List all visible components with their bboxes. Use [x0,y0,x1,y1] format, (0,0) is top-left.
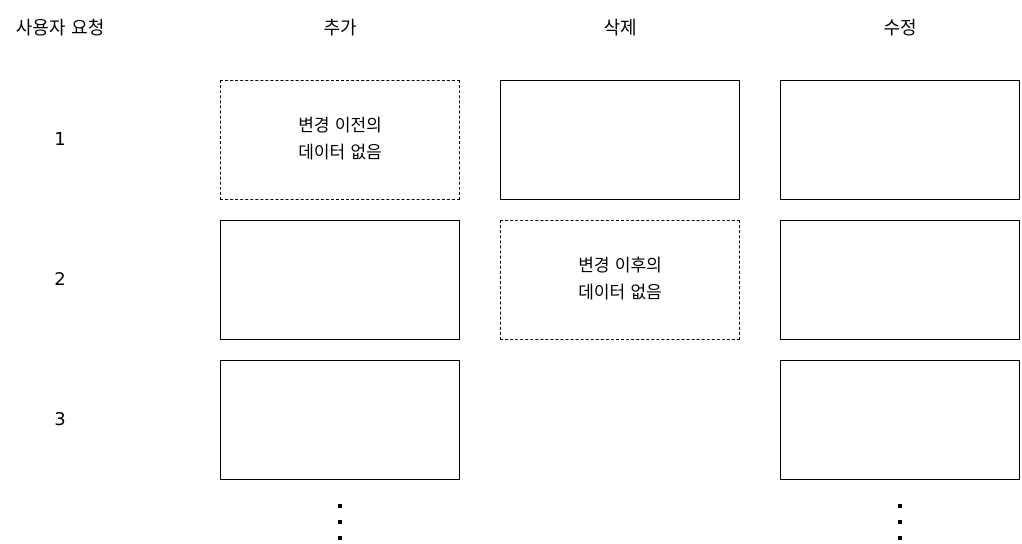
add-row3-box [220,360,460,480]
add-continuation-ellipsis [338,504,342,544]
header-modify: 수정 [883,18,917,39]
modify-row2-box [780,220,1020,340]
row-number-3: 3 [54,409,66,430]
header-add: 추가 [323,18,357,39]
add-row1-empty-box: 변경 이전의 데이터 없음 [220,80,460,200]
delete-row2-note-line1: 변경 이후의 [578,256,662,276]
row-number-2: 2 [54,269,66,290]
modify-row3-box [780,360,1020,480]
row-number-1: 1 [54,129,66,150]
delete-row1-box [500,80,740,200]
delete-row2-note-line2: 데이터 없음 [578,283,662,303]
header-user-request: 사용자 요청 [15,18,105,39]
add-row1-note-line1: 변경 이전의 [298,116,382,136]
header-delete: 삭제 [603,18,637,39]
add-row2-box [220,220,460,340]
modify-continuation-ellipsis [898,504,902,544]
modify-row1-box [780,80,1020,200]
add-row1-note-line2: 데이터 없음 [298,143,382,163]
delete-row2-empty-box: 변경 이후의 데이터 없음 [500,220,740,340]
